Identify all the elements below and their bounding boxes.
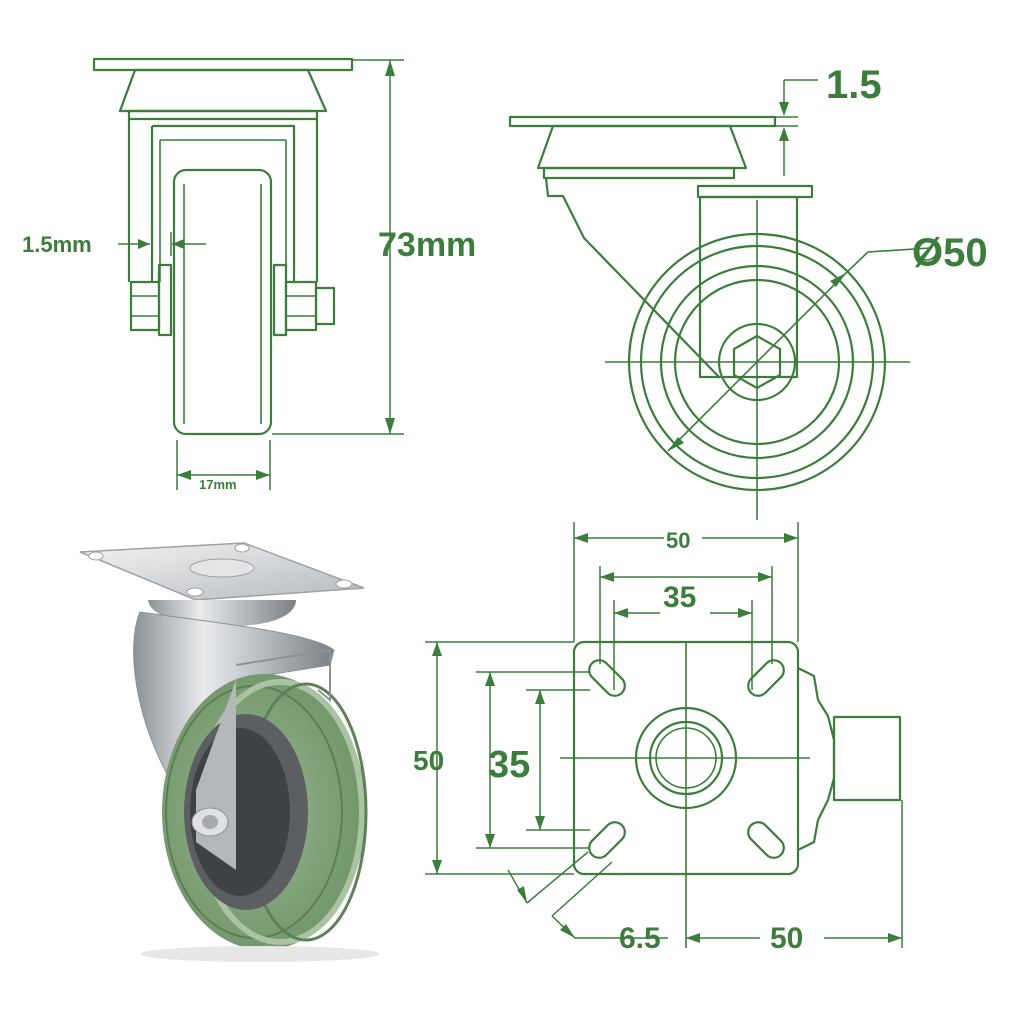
height-label: 73mm <box>378 226 476 264</box>
slot-width-dimension <box>507 851 668 939</box>
fork-gap-label: 1.5mm <box>22 232 92 257</box>
plate-height-dimension <box>425 641 574 875</box>
front-height-dimension <box>272 59 404 435</box>
inner-hole-spacing-dimension <box>613 600 753 690</box>
offset-label: 50 <box>770 922 803 955</box>
outer-hole-spacing-label: 35 <box>663 581 696 614</box>
slot-width-label: 6.5 <box>619 922 661 955</box>
top-view-drawing <box>560 640 902 948</box>
wheel-width-dimension <box>176 440 271 490</box>
plate-thickness-dimension <box>775 79 818 176</box>
outer-hole-spacing-dimension <box>599 566 773 664</box>
vertical-hole-spacing-dimension <box>476 671 590 849</box>
diameter-label: Ø50 <box>912 231 988 275</box>
offset-dimension <box>686 800 903 948</box>
plate-thickness-label: 1.5 <box>826 63 882 107</box>
fork-gap-dimension <box>118 232 206 256</box>
diameter-symbol <box>916 239 938 261</box>
plate-height-label: 50 <box>413 745 444 776</box>
wheel-width-label: 17mm <box>199 477 237 492</box>
plate-width-label: 50 <box>666 528 690 553</box>
vertical-hole-spacing-label: 35 <box>488 744 530 786</box>
inner-vertical-spacing-dimension <box>526 689 590 831</box>
side-view-drawing <box>508 115 931 520</box>
caster-product-image <box>79 542 380 962</box>
front-view-drawing <box>92 57 354 436</box>
plate-width-dimension <box>573 522 799 642</box>
